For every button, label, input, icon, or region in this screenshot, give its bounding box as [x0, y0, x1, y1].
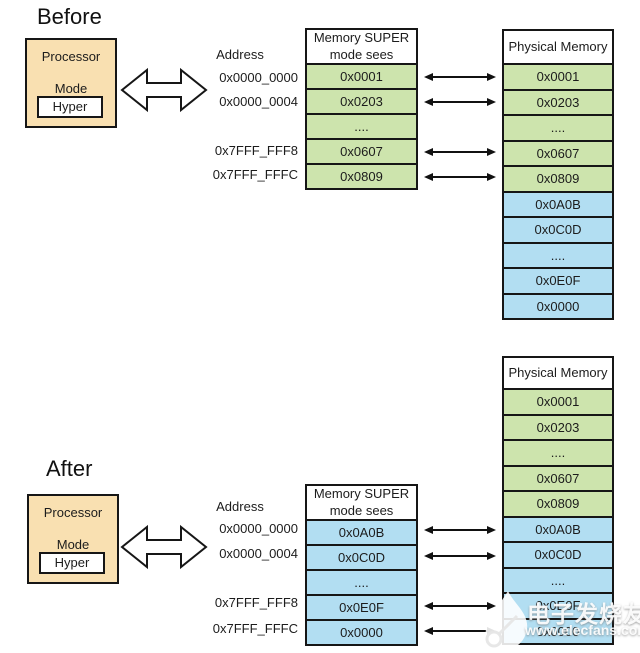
table-row: 0x0607	[504, 141, 612, 167]
table-row: 0x0A0B	[504, 517, 612, 543]
before-physical-memory-table: Physical Memory 0x0001 0x0203 .... 0x060…	[502, 29, 614, 320]
after-processor-mode-box: Processor Mode Hyper	[27, 494, 119, 584]
table-row: 0x0C0D	[307, 546, 416, 571]
table-row: 0x0809	[504, 492, 612, 518]
processor-label: Processor	[43, 505, 103, 520]
after-address-1: 0x0000_0004	[219, 546, 298, 561]
before-super-table-header: Memory SUPER mode sees	[307, 30, 416, 65]
table-row: ....	[307, 571, 416, 596]
hyper-mode-badge: Hyper	[39, 552, 105, 574]
table-row: 0x0E0F	[504, 594, 612, 620]
table-row: 0x0607	[504, 466, 612, 492]
after-super-mode-table: Memory SUPER mode sees 0x0A0B 0x0C0D ...…	[305, 484, 418, 646]
after-address-3: 0x7FFF_FFFC	[212, 621, 298, 636]
processor-label: Processor	[41, 49, 101, 64]
table-row: ....	[504, 243, 612, 269]
table-row: ....	[504, 116, 612, 142]
before-address-2: 0x7FFF_FFF8	[214, 143, 298, 158]
after-section-title: After	[46, 456, 93, 481]
table-row: 0x0809	[504, 167, 612, 193]
map-arrow-icon	[424, 552, 496, 560]
map-arrow-icon	[424, 73, 496, 81]
map-arrow-icon	[424, 173, 496, 181]
table-row: 0x0203	[307, 90, 416, 115]
table-row: 0x0A0B	[307, 521, 416, 546]
before-address-column-header: Address	[216, 47, 264, 62]
map-arrow-icon	[424, 148, 496, 156]
table-row: 0x0203	[504, 90, 612, 116]
table-row: ....	[307, 115, 416, 140]
table-row: ....	[504, 568, 612, 594]
table-row: 0x0C0D	[504, 218, 612, 244]
after-address-2: 0x7FFF_FFF8	[214, 595, 298, 610]
table-row: 0x0001	[307, 65, 416, 90]
mode-label: Mode	[56, 537, 90, 552]
before-section-title: Before	[37, 4, 102, 29]
before-processor-mode-box: Processor Mode Hyper	[25, 38, 117, 128]
after-physical-table-header: Physical Memory	[504, 358, 612, 390]
map-arrow-icon	[424, 526, 496, 534]
table-row: ....	[504, 441, 612, 467]
before-address-0: 0x0000_0000	[219, 70, 298, 85]
after-super-table-header: Memory SUPER mode sees	[307, 486, 416, 521]
table-row: 0x0001	[504, 390, 612, 416]
table-row: 0x0C0D	[504, 543, 612, 569]
table-row: 0x0E0F	[307, 596, 416, 621]
after-physical-memory-table: Physical Memory 0x0001 0x0203 .... 0x060…	[502, 356, 614, 645]
hyper-mode-badge: Hyper	[37, 96, 103, 118]
map-arrow-icon	[424, 602, 496, 610]
bidirectional-arrow-icon	[120, 67, 208, 113]
mode-label: Mode	[54, 81, 88, 96]
table-row: 0x0607	[307, 140, 416, 165]
after-address-0: 0x0000_0000	[219, 521, 298, 536]
before-address-3: 0x7FFF_FFFC	[212, 167, 298, 182]
table-row: 0x0203	[504, 415, 612, 441]
after-address-column-header: Address	[216, 499, 264, 514]
before-physical-table-header: Physical Memory	[504, 31, 612, 65]
before-super-mode-table: Memory SUPER mode sees 0x0001 0x0203 ...…	[305, 28, 418, 190]
table-row: 0x0000	[504, 619, 612, 643]
table-row: 0x0A0B	[504, 192, 612, 218]
table-row: 0x0E0F	[504, 269, 612, 295]
map-arrow-icon	[424, 627, 496, 635]
table-row: 0x0001	[504, 65, 612, 91]
bidirectional-arrow-icon	[120, 524, 208, 570]
table-row: 0x0809	[307, 165, 416, 188]
map-arrow-icon	[424, 98, 496, 106]
table-row: 0x0000	[307, 621, 416, 644]
table-row: 0x0000	[504, 294, 612, 318]
before-address-1: 0x0000_0004	[219, 94, 298, 109]
